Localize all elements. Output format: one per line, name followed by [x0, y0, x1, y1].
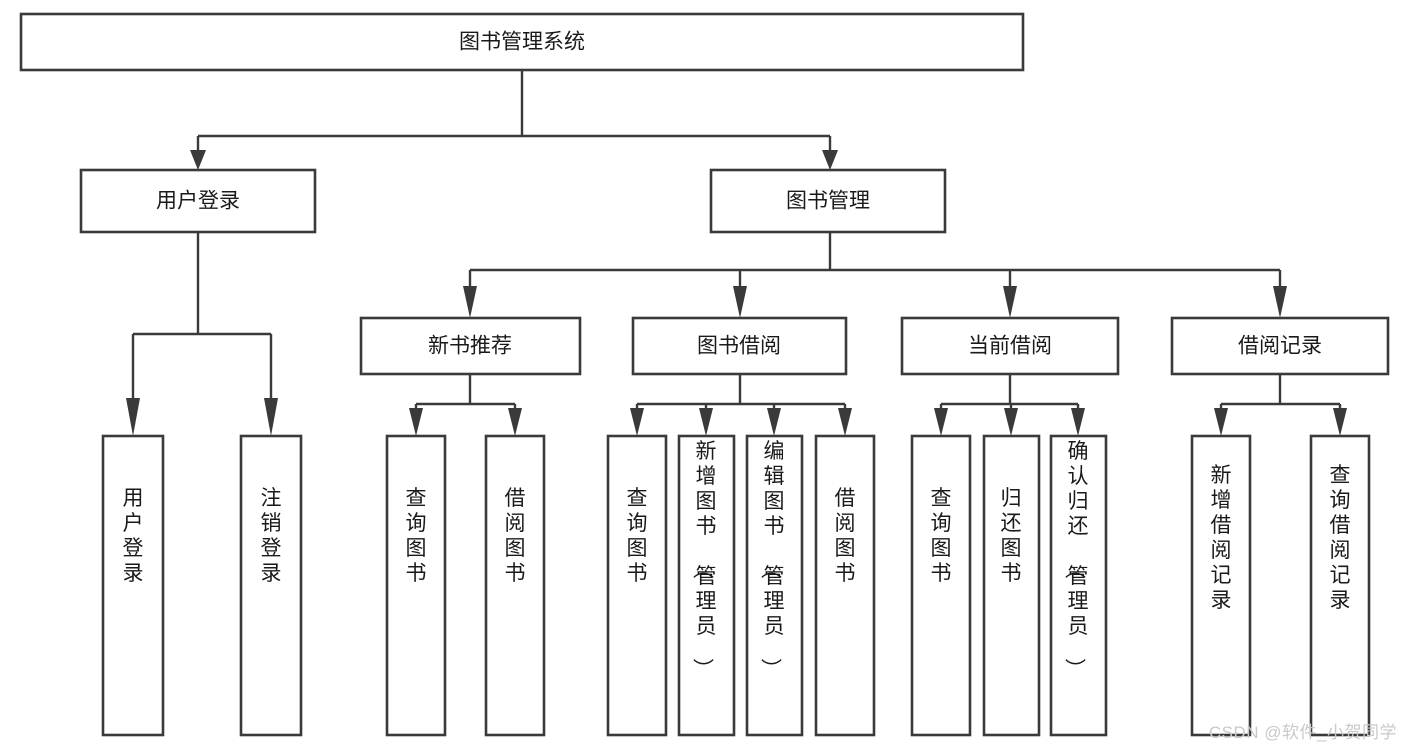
- node-leaf-edit-book[interactable]: 编辑图书（管理员）: [745, 434, 804, 737]
- node-leaf-query-book-b-label: 查询图书: [627, 487, 648, 585]
- arrowhead-leaf-add-book: [699, 408, 713, 436]
- node-leaf-borrow-book-b-box[interactable]: [814, 434, 876, 737]
- node-leaf-query-book-b-box[interactable]: [606, 434, 668, 737]
- node-leaf-user-logout[interactable]: 注销登录: [239, 434, 303, 737]
- arrowhead-book-borrow: [733, 286, 747, 318]
- node-leaf-query-book-b[interactable]: 查询图书: [606, 434, 668, 737]
- arrowhead-leaf-borrow-book-a: [508, 408, 522, 436]
- node-leaf-edit-book-box[interactable]: [745, 434, 804, 737]
- node-leaf-query-book-a-label: 查询图书: [406, 487, 427, 585]
- arrowhead-user-login: [190, 150, 206, 170]
- node-leaf-query-book-c[interactable]: 查询图书: [910, 434, 972, 737]
- connector-layer: [126, 70, 1347, 436]
- node-user-login[interactable]: 用户登录: [79, 168, 317, 234]
- node-root-box[interactable]: [19, 12, 1025, 72]
- node-current-borrow-box[interactable]: [900, 316, 1120, 376]
- arrowhead-leaf-user-logout: [264, 398, 278, 436]
- node-leaf-add-book-box[interactable]: [677, 434, 736, 737]
- node-leaf-borrow-book-a-label: 借阅图书: [505, 487, 526, 585]
- arrowhead-leaf-add-borrow-record: [1214, 408, 1228, 436]
- node-leaf-return-book[interactable]: 归还图书: [982, 434, 1041, 737]
- node-borrow-record-box[interactable]: [1170, 316, 1390, 376]
- node-book-borrow[interactable]: 图书借阅: [631, 316, 848, 376]
- node-new-book-recommend-box[interactable]: [359, 316, 582, 376]
- node-leaf-borrow-book-b-label: 借阅图书: [835, 487, 856, 585]
- arrowhead-new-book-recommend: [463, 286, 477, 318]
- arrowhead-leaf-confirm-return: [1071, 408, 1085, 436]
- arrowhead-borrow-record: [1273, 286, 1287, 318]
- node-book-borrow-label: 图书借阅: [697, 335, 781, 358]
- node-leaf-query-borrow-record-box[interactable]: [1309, 434, 1371, 737]
- node-book-borrow-box[interactable]: [631, 316, 848, 376]
- node-leaf-add-book[interactable]: 新增图书（管理员）: [677, 434, 736, 737]
- csdn-watermark: CSDN @软件_小贺同学: [1208, 723, 1397, 742]
- node-book-management[interactable]: 图书管理: [709, 168, 947, 234]
- node-leaf-borrow-book-b[interactable]: 借阅图书: [814, 434, 876, 737]
- node-leaf-query-book-c-label: 查询图书: [931, 487, 952, 585]
- arrowhead-leaf-query-book-a: [409, 408, 423, 436]
- node-user-login-label: 用户登录: [156, 190, 240, 213]
- node-leaf-confirm-return[interactable]: 确认归还（管理员）: [1049, 434, 1108, 737]
- node-leaf-return-book-label: 归还图书: [1001, 487, 1022, 585]
- arrowhead-current-borrow: [1003, 286, 1017, 318]
- node-root-label: 图书管理系统: [459, 31, 585, 54]
- node-leaf-user-logout-box[interactable]: [239, 434, 303, 737]
- node-leaf-add-borrow-record[interactable]: 新增借阅记录: [1190, 434, 1252, 737]
- leaf-node-layer: 用户登录 注销登录 查询图书 借阅图书 查询图书 新增图书（管理员）: [101, 434, 1371, 737]
- node-leaf-add-borrow-record-label: 新增借阅记录: [1211, 464, 1232, 612]
- arrowhead-book-management: [822, 150, 838, 170]
- arrowhead-leaf-edit-book: [767, 408, 781, 436]
- node-current-borrow-label: 当前借阅: [968, 335, 1052, 358]
- node-leaf-edit-book-label: 编辑图书（管理员）: [759, 440, 785, 679]
- node-leaf-user-login[interactable]: 用户登录: [101, 434, 165, 737]
- arrowhead-leaf-query-book-b: [630, 408, 644, 436]
- node-leaf-query-book-a-box[interactable]: [385, 434, 447, 737]
- node-leaf-confirm-return-box[interactable]: [1049, 434, 1108, 737]
- node-leaf-query-borrow-record[interactable]: 查询借阅记录: [1309, 434, 1371, 737]
- node-new-book-recommend-label: 新书推荐: [428, 335, 512, 358]
- node-book-management-box[interactable]: [709, 168, 947, 234]
- node-leaf-query-borrow-record-label: 查询借阅记录: [1330, 464, 1351, 612]
- arrowhead-leaf-user-login: [126, 398, 140, 436]
- node-leaf-borrow-book-a-box[interactable]: [484, 434, 546, 737]
- node-current-borrow[interactable]: 当前借阅: [900, 316, 1120, 376]
- arrowhead-leaf-return-book: [1004, 408, 1018, 436]
- node-leaf-user-logout-label: 注销登录: [261, 487, 282, 585]
- arrowhead-leaf-borrow-book-b: [838, 408, 852, 436]
- node-borrow-record-label: 借阅记录: [1238, 335, 1322, 358]
- arrowhead-leaf-query-borrow-record: [1333, 408, 1347, 436]
- node-leaf-user-login-box[interactable]: [101, 434, 165, 737]
- node-leaf-query-book-c-box[interactable]: [910, 434, 972, 737]
- node-book-management-label: 图书管理: [786, 190, 870, 213]
- node-leaf-return-book-box[interactable]: [982, 434, 1041, 737]
- node-root[interactable]: 图书管理系统: [19, 12, 1025, 72]
- node-leaf-borrow-book-a[interactable]: 借阅图书: [484, 434, 546, 737]
- node-user-login-box[interactable]: [79, 168, 317, 234]
- node-leaf-query-book-a[interactable]: 查询图书: [385, 434, 447, 737]
- node-leaf-confirm-return-label: 确认归还（管理员）: [1063, 440, 1089, 679]
- node-leaf-add-book-label: 新增图书（管理员）: [691, 440, 717, 679]
- node-leaf-add-borrow-record-box[interactable]: [1190, 434, 1252, 737]
- arrowhead-leaf-query-book-c: [934, 408, 948, 436]
- node-leaf-user-login-label: 用户登录: [123, 487, 144, 585]
- node-borrow-record[interactable]: 借阅记录: [1170, 316, 1390, 376]
- node-new-book-recommend[interactable]: 新书推荐: [359, 316, 582, 376]
